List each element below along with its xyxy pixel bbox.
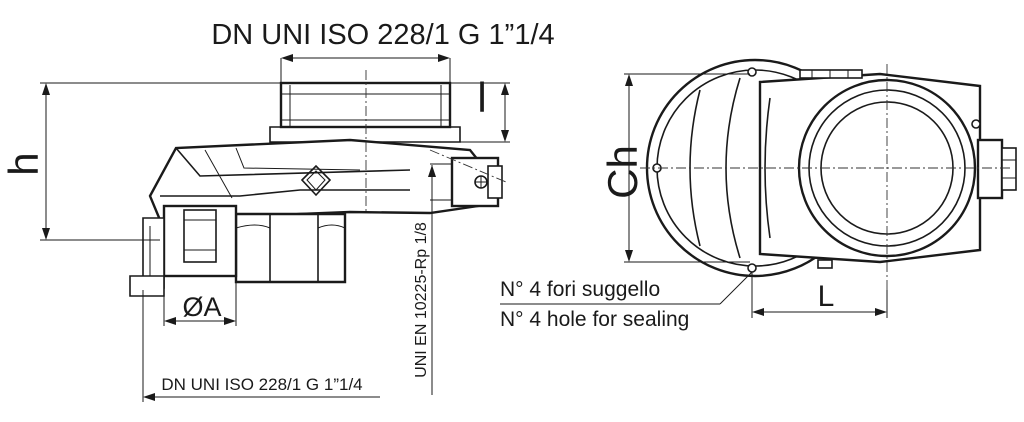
bottom-nut: [234, 212, 347, 284]
top-thread-dimension: [280, 54, 451, 83]
side-view: h l DN UNI ISO 228/1 G 1”1/4 ØA: [0, 19, 555, 402]
lug-centerline: [429, 149, 507, 183]
top-view: Ch L N° 4 fori suggello N° 4 hole for se…: [500, 58, 1017, 331]
bottom-thread-label: DN UNI ISO 228/1 G 1”1/4: [161, 375, 362, 394]
dimension-dia-a-label: ØA: [182, 292, 221, 322]
dimension-ch-label: Ch: [599, 145, 646, 199]
inlet-flange: [129, 204, 238, 297]
dimension-l-small-label: l: [477, 74, 486, 121]
meter-body: [148, 138, 480, 222]
top-threaded-connector: [269, 81, 461, 143]
dimension-h: [40, 82, 280, 241]
top-thread-label: DN UNI ISO 228/1 G 1”1/4: [211, 19, 554, 51]
bottom-thread-dimension: [142, 290, 380, 402]
sealing-note-leader: [500, 271, 753, 305]
pipe-thread-label: UNI EN 10225-Rp 1/8: [413, 222, 430, 378]
dimension-dia-a: [163, 278, 237, 326]
dimension-h-label: h: [0, 152, 47, 175]
seal-hole-bottom: [747, 263, 757, 273]
seal-hole-top: [747, 67, 757, 77]
pipe-thread-leader: [428, 165, 436, 395]
dimension-ch: [624, 73, 750, 263]
side-lug: [430, 156, 503, 208]
dimension-l-big-label: L: [818, 280, 835, 313]
sealing-note-italian: N° 4 fori suggello: [500, 278, 660, 301]
sealing-note-english: N° 4 hole for sealing: [500, 308, 689, 331]
dimension-l-small: [450, 82, 510, 143]
seal-hole-right: [971, 119, 981, 129]
dimension-l-big: [751, 272, 888, 318]
